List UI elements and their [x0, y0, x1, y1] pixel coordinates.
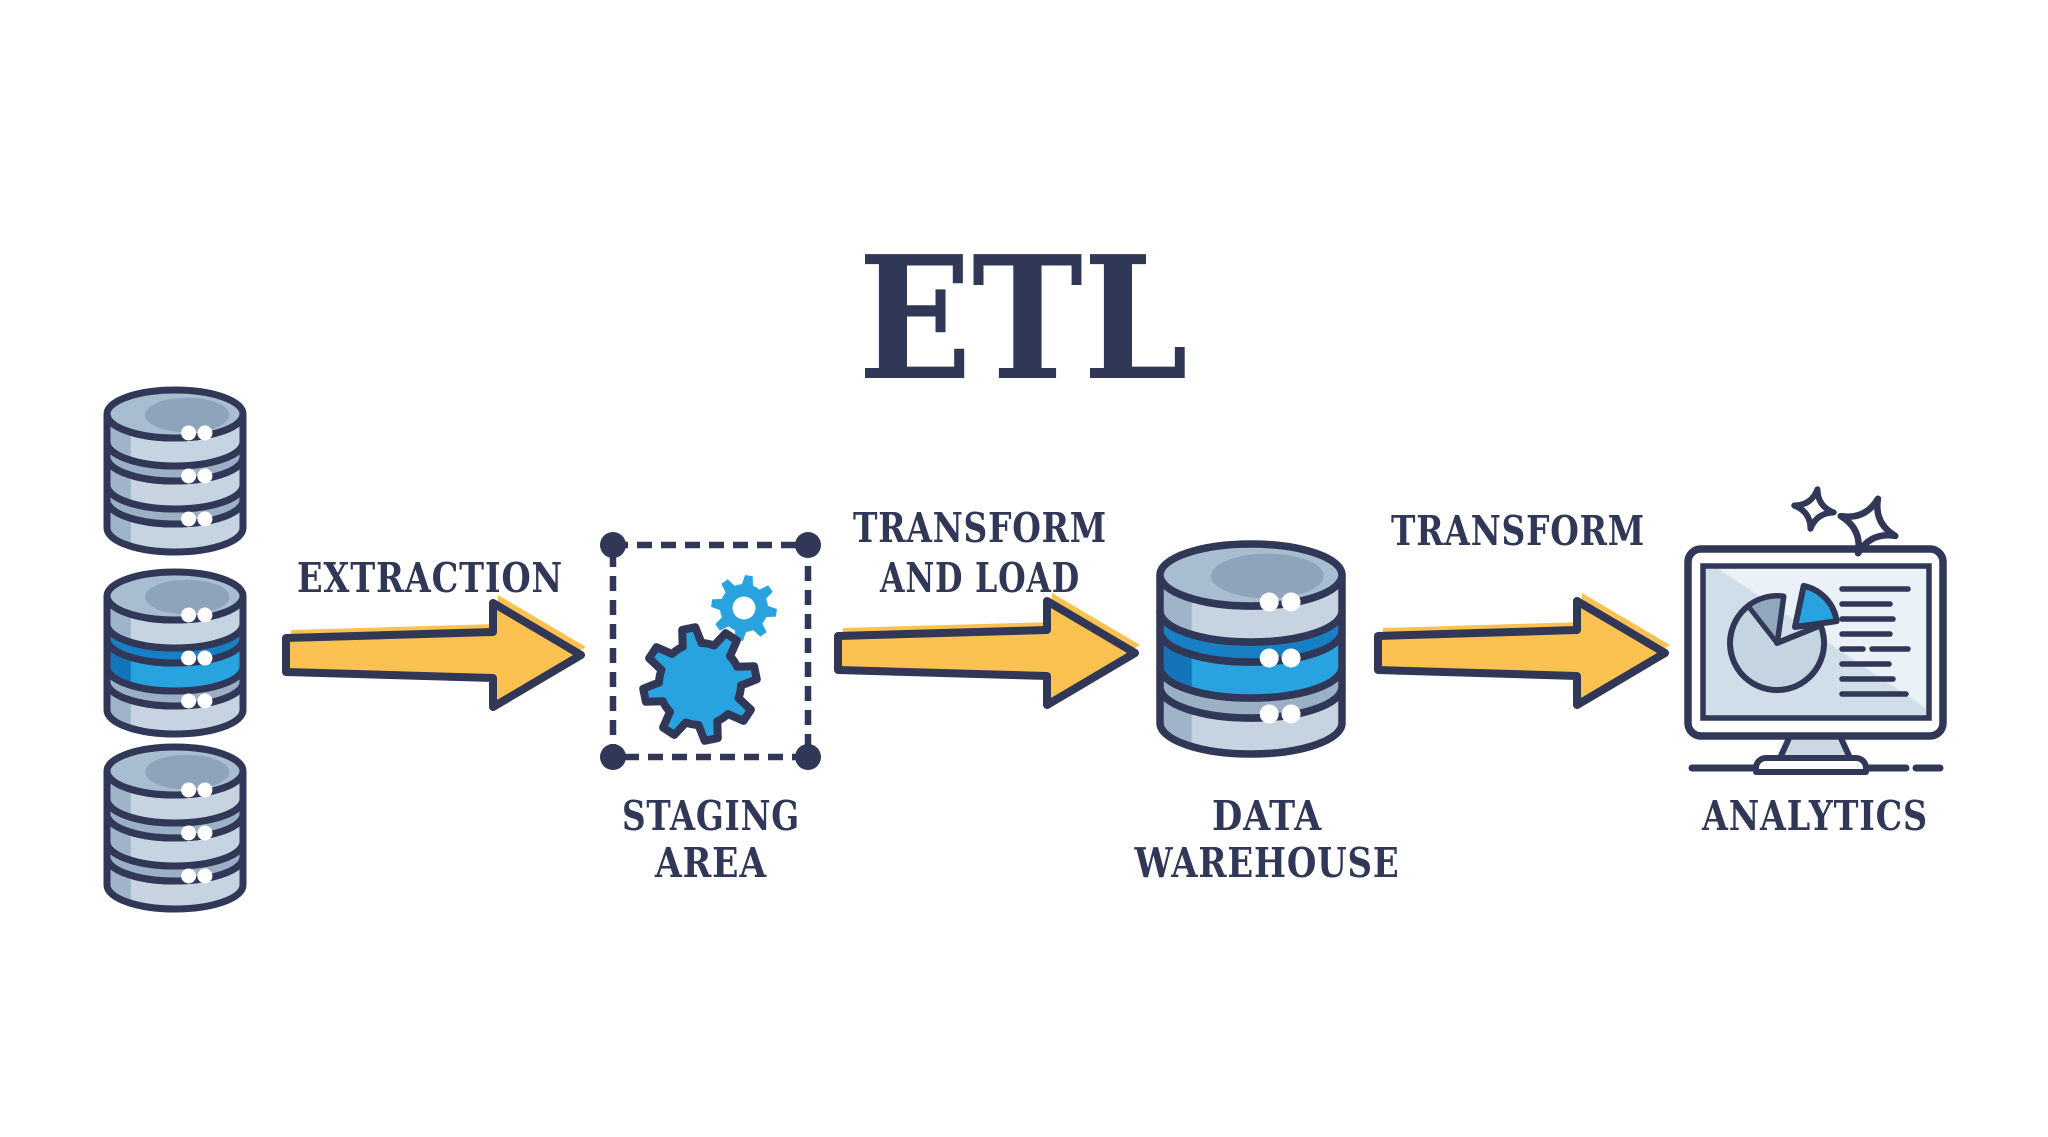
db-dot: [197, 868, 213, 884]
db-dot: [1259, 648, 1279, 668]
db-dot: [181, 468, 197, 484]
db-dot: [197, 693, 213, 709]
pie-blue-slice: [1792, 582, 1840, 630]
db-dot: [197, 782, 213, 798]
staging-area-label-line2: AREA: [654, 839, 767, 887]
db-dot: [181, 650, 197, 666]
transform-load-label-line1: TRANSFORM: [853, 504, 1107, 552]
db-dot: [197, 825, 213, 841]
analytics-monitor-icon: [1684, 486, 1947, 775]
database-stack-icon: [103, 568, 247, 738]
pie-chart-icon: [1727, 582, 1840, 693]
transform-label: TRANSFORM: [1391, 507, 1645, 555]
extraction-label: EXTRACTION: [297, 554, 563, 602]
staging-area-label-line1: STAGING: [622, 792, 800, 840]
db-dot: [181, 825, 197, 841]
data-warehouse-icon: [1156, 540, 1346, 758]
db-top-shade: [145, 754, 230, 790]
corner-dot: [600, 744, 626, 770]
sparkle-icon: [1837, 495, 1899, 557]
db-dot: [181, 425, 197, 441]
gears-icon: [639, 575, 777, 745]
db-dot: [181, 607, 197, 623]
corner-dot: [795, 744, 821, 770]
diagram-title: ETL: [858, 219, 1188, 419]
db-dot: [197, 650, 213, 666]
db-dot: [1281, 592, 1301, 612]
big-gear-icon: [639, 623, 761, 745]
data-warehouse-label-line2: WAREHOUSE: [1134, 839, 1400, 887]
db-dot: [197, 468, 213, 484]
corner-dot: [600, 532, 626, 558]
source-databases-icon: [103, 386, 247, 913]
db-top-shade: [145, 397, 230, 433]
analytics-label: ANALYTICS: [1701, 792, 1928, 840]
db-top-shade: [145, 579, 230, 615]
report-text-lines-icon: [1839, 586, 1911, 697]
pie-dark-slice: [1745, 593, 1786, 646]
database-stack-icon: [103, 743, 247, 913]
db-top-shade: [1210, 553, 1324, 599]
arrow-body: [1374, 597, 1669, 709]
db-dot: [197, 425, 213, 441]
db-dot: [1281, 704, 1301, 724]
transform-arrow-right-icon: [1374, 593, 1670, 709]
extraction-arrow-right-icon: [282, 595, 586, 711]
db-dot: [181, 868, 197, 884]
arrow-body: [834, 597, 1139, 709]
db-dot: [181, 511, 197, 527]
staging-area-box: [600, 532, 821, 770]
db-dot: [197, 607, 213, 623]
db-dot: [181, 782, 197, 798]
data-warehouse-label-line1: DATA: [1212, 792, 1322, 840]
db-dot: [197, 511, 213, 527]
db-dot: [1281, 648, 1301, 668]
small-gear-hole: [732, 596, 756, 620]
database-stack-icon: [103, 386, 247, 556]
dashed-border: [609, 541, 812, 761]
corner-dot: [795, 532, 821, 558]
transform-load-label-line2: AND LOAD: [879, 554, 1080, 602]
arrow-body: [282, 599, 585, 711]
sparkle-icon: [1791, 486, 1837, 532]
db-dot: [181, 693, 197, 709]
transform-load-arrow-right-icon: [834, 593, 1140, 709]
db-dot: [1259, 592, 1279, 612]
db-dot: [1259, 704, 1279, 724]
monitor-stand-base: [1753, 755, 1869, 775]
